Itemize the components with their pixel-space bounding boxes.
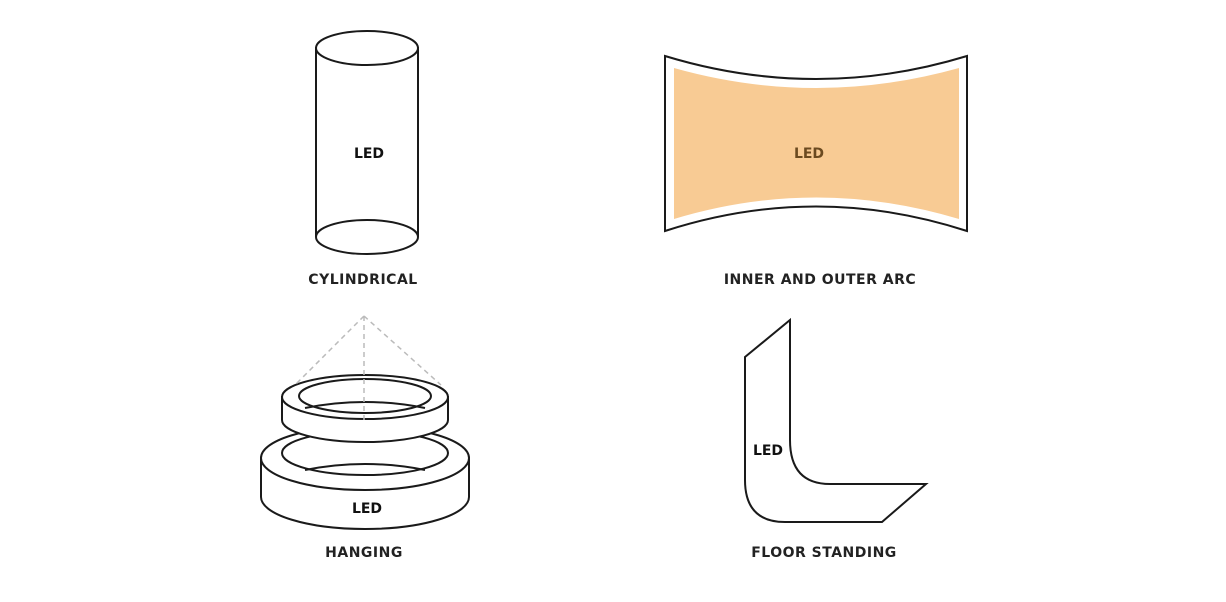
caption-hanging: HANGING bbox=[325, 545, 403, 561]
caption-floor-standing: FLOOR STANDING bbox=[751, 545, 897, 561]
hanging-led-label: LED bbox=[352, 501, 382, 517]
suspension-cables bbox=[294, 315, 442, 420]
floor-led-label: LED bbox=[753, 443, 783, 459]
cylinder-led-label: LED bbox=[354, 146, 384, 162]
cylinder-bottom-back bbox=[315, 219, 419, 238]
arc-led-panel bbox=[674, 68, 959, 219]
hanging-figure: LED HANGING bbox=[260, 315, 470, 561]
base-ring-inner-floor bbox=[304, 463, 426, 471]
caption-cylindrical: CYLINDRICAL bbox=[308, 272, 417, 288]
caption-inner-outer-arc: INNER AND OUTER ARC bbox=[724, 272, 916, 288]
cylindrical-figure: LED CYLINDRICAL bbox=[308, 30, 419, 288]
floor-standing-figure: LED FLOOR STANDING bbox=[744, 317, 929, 561]
floor-standing-panel bbox=[744, 317, 929, 523]
arc-figure: LED INNER AND OUTER ARC bbox=[664, 54, 968, 288]
top-ring-inner-floor bbox=[304, 401, 426, 409]
top-ring-inner bbox=[298, 378, 432, 414]
arc-led-label: LED bbox=[794, 146, 824, 162]
cylinder-body bbox=[315, 47, 419, 255]
cylinder-top bbox=[315, 30, 419, 66]
